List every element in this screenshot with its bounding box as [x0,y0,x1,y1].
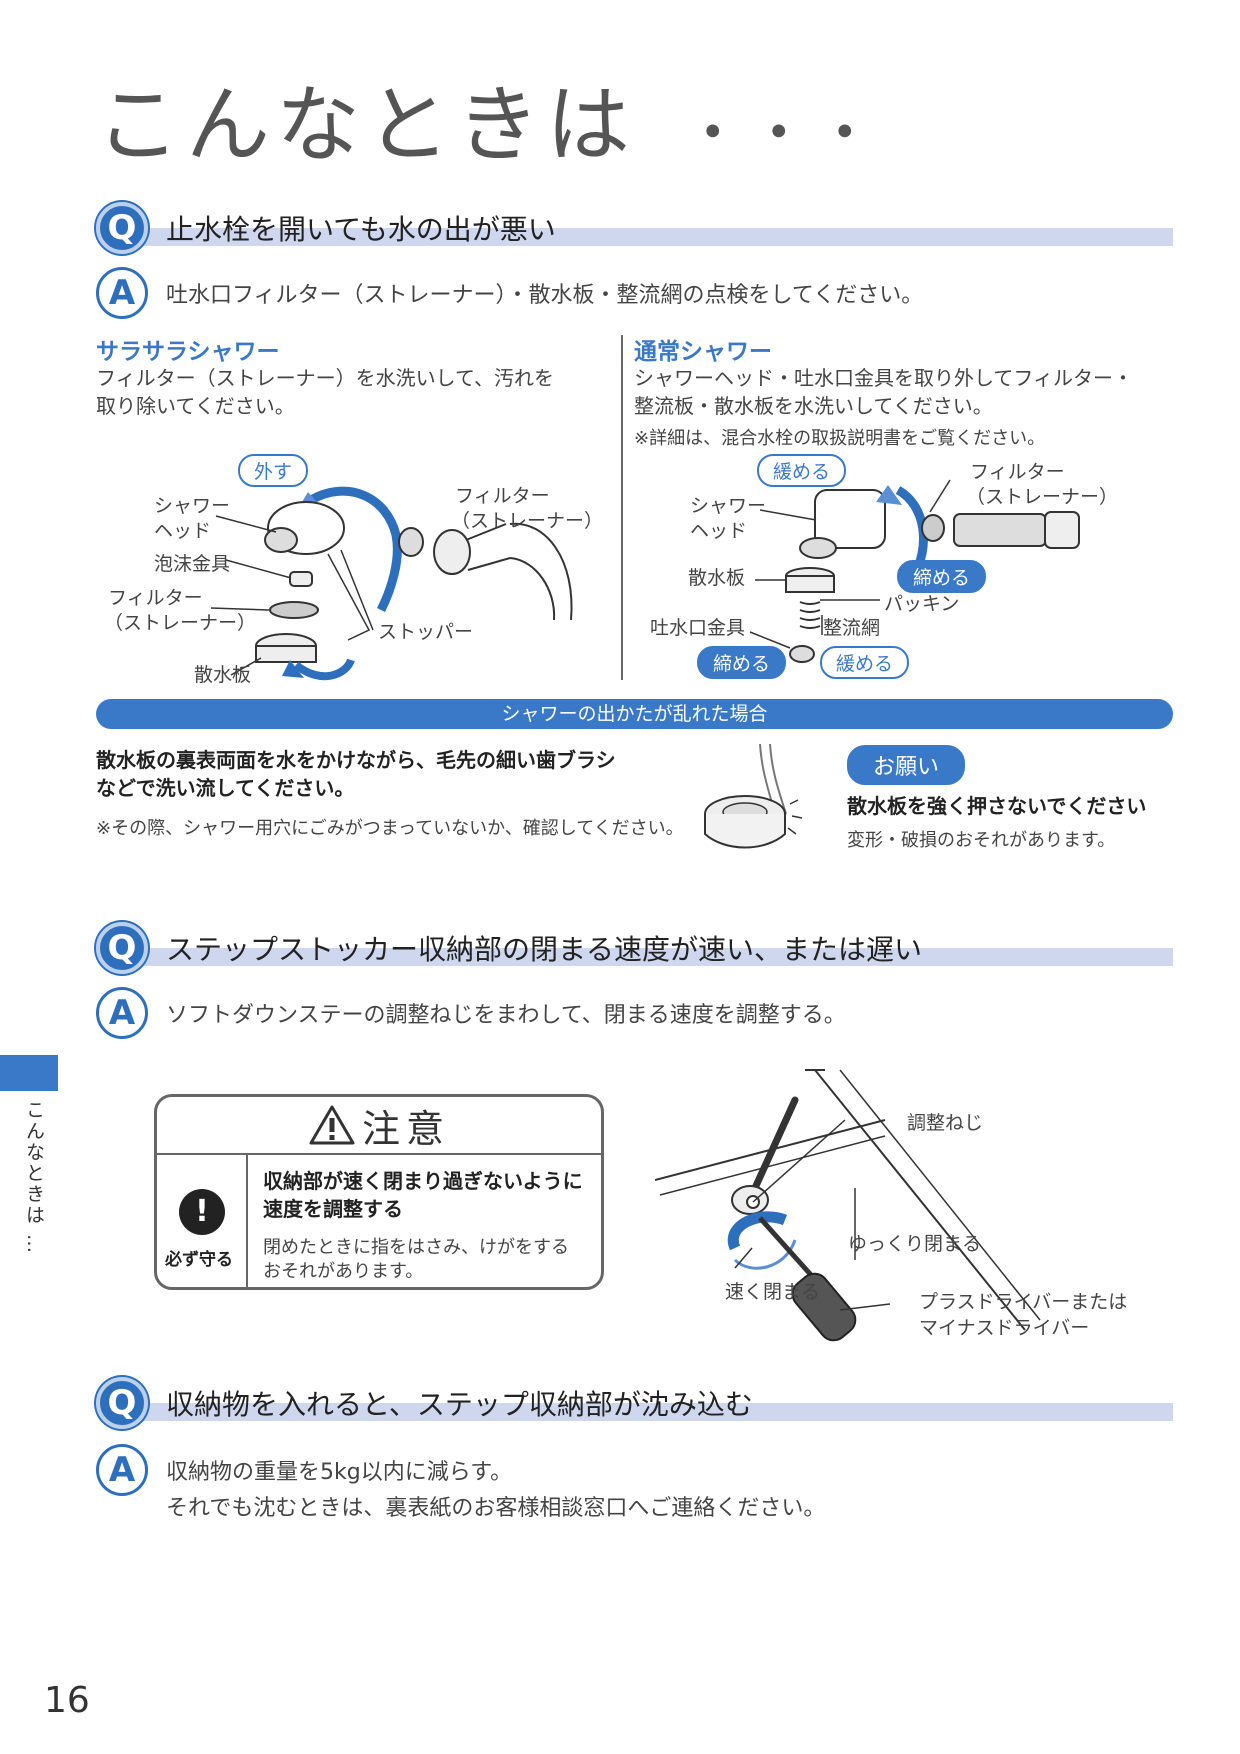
q-badge-2: Q [96,922,148,974]
label-driver-2: マイナスドライバー [919,1317,1090,1339]
answer-1: 吐水口フィルター（ストレーナー）・散水板・整流網の点検をしてください。 [166,283,924,308]
caution-body-2: おそれがあります。 [263,1261,424,1282]
left-label-shower-head-1: シャワー [154,495,231,517]
shower-head-shape-r [814,489,886,549]
sarasara-body-1: フィルター（ストレーナー）を水洗いして、汚れを [96,366,554,390]
right-label-plate: 散水板 [688,567,746,589]
tighten-pill-bottom: 締める [697,646,787,679]
question-3: 収納物を入れると、ステップ収納部が沈み込む [166,1388,753,1421]
normal-shower-heading: 通常シャワー [634,339,772,365]
request-pill: お願い [847,745,966,785]
left-label-plate: 散水板 [194,664,252,686]
filter-small-shape [398,527,424,557]
left-label-filter-2: （ストレーナー） [104,612,257,634]
hose-fitting-shape [433,529,471,575]
question-bar-1 [124,228,1173,246]
right-label-shower-head-1: シャワー [690,495,767,517]
remove-pill: 外す [238,454,309,487]
hose-fitting-shape-r [953,513,1047,547]
question-2: ステップストッカー収納部の閉まる速度が速い、または遅い [166,933,923,966]
label-driver-1: プラスドライバーまたは [919,1291,1128,1313]
left-label-filter-1: フィルター [108,587,203,609]
right-label-outlet: 吐水口金具 [650,617,746,639]
sarasara-body-2: 取り除いてください。 [96,394,295,418]
mesh-spring-shape [799,601,821,629]
label-fast-close: 速く閉まる [725,1281,821,1303]
side-label: こんなときは … [23,1100,45,1256]
sarasara-shower-illustration [210,486,573,681]
left-label-stopper: ストッパー [378,621,474,643]
left-label-shower-head-2: ヘッド [154,520,212,542]
brush-instruction-2: などで洗い流してください。 [96,776,355,800]
caution-divider [246,1153,248,1287]
shower-disorder-banner: シャワーの出かたが乱れた場合 [96,699,1173,729]
caution-bold-1: 収納部が速く閉まり過ぎないように [263,1169,583,1193]
sarasara-heading: サラサラシャワー [96,339,280,365]
screwdriver-handle [791,1272,857,1342]
a-badge-2: A [96,987,148,1039]
request-body: 変形・破損のおそれがあります。 [847,830,1116,851]
left-label-foam: 泡沫金具 [154,553,231,575]
a-badge-1: A [96,267,148,319]
fast-close-arrow [727,1211,788,1251]
column-divider [621,335,623,680]
right-label-filter-2: （ストレーナー） [966,486,1119,508]
hose-shape [509,522,573,621]
answer-3-line1: 収納物の重量を5kg以内に減らす。 [166,1460,513,1485]
label-slow-close: ゆっくり閉まる [848,1233,982,1255]
warning-triangle-icon [309,1105,355,1145]
label-adjust-screw: 調整ねじ [907,1112,984,1134]
answer-2: ソフトダウンステーの調整ねじをまわして、閉まる速度を調整する。 [166,1003,846,1028]
page-number: 16 [44,1680,90,1721]
left-label-filter-r2: （ストレーナー） [451,510,604,532]
normal-shower-illustration [749,479,1080,663]
right-label-shower-head-2: ヘッド [690,520,748,542]
foam-fitting-shape [289,571,313,587]
rotation-arrow-large [308,486,402,613]
brush-wash-illustration [704,744,803,849]
request-bold: 散水板を強く押さないでください [847,794,1147,818]
caution-box: 注意 ! 必ず守る 収納部が速く閉まり過ぎないように 速度を調整する 閉めたとき… [154,1094,604,1290]
question-1: 止水栓を開いても水の出が悪い [166,213,556,246]
exclamation-icon: ! [179,1189,225,1235]
q-badge-3: Q [96,1377,148,1429]
caution-header: 注意 [157,1097,601,1155]
a-badge-3: A [96,1444,148,1496]
page-title: こんなときは ・・・ [96,58,881,179]
step-stocker-adjust-illustration [655,1069,1041,1342]
caution-bold-2: 速度を調整する [263,1197,403,1221]
left-label-filter-r1: フィルター [455,485,550,507]
side-tab [0,1055,58,1091]
page-title-text: こんなときは [96,76,637,174]
caution-title: 注意 [361,1106,450,1151]
question-bar-2 [124,948,1173,966]
tighten-pill-mid: 締める [897,560,987,593]
normal-shower-body-1: シャワーヘッド・吐水口金具を取り外してフィルター・ [634,366,1133,390]
normal-shower-body-2: 整流板・散水板を水洗いしてください。 [634,394,993,418]
right-label-packing: パッキン [884,593,960,615]
filter-small-shape-r [921,514,945,542]
question-bar-3 [124,1403,1173,1421]
rotation-arrow-bottom [293,658,355,681]
brush-instruction-1: 散水板の裏表両面を水をかけながら、毛先の細い歯ブラシ [96,748,616,772]
must-label: 必ず守る [165,1250,233,1270]
outlet-fitting-shape [789,645,815,663]
loosen-pill-bottom: 緩める [820,646,910,679]
q-badge-1: Q [96,202,148,254]
answer-3-line2: それでも沈むときは、裏表紙のお客様相談窓口へご連絡ください。 [166,1496,826,1521]
right-label-mesh: 整流網 [823,617,881,639]
page-title-dots: ・・・ [682,99,881,169]
loosen-pill-top: 緩める [757,454,847,487]
frame-diagonal [814,1069,1026,1331]
caution-body-1: 閉めたときに指をはさみ、けがをする [263,1237,569,1258]
brush-note: ※その際、シャワー用穴にごみがつまっていないか、確認してください。 [96,818,684,839]
right-label-filter-1: フィルター [970,461,1065,483]
normal-shower-note: ※詳細は、混合水栓の取扱説明書をご覧ください。 [634,428,1046,449]
filter-disc-shape [269,601,319,619]
